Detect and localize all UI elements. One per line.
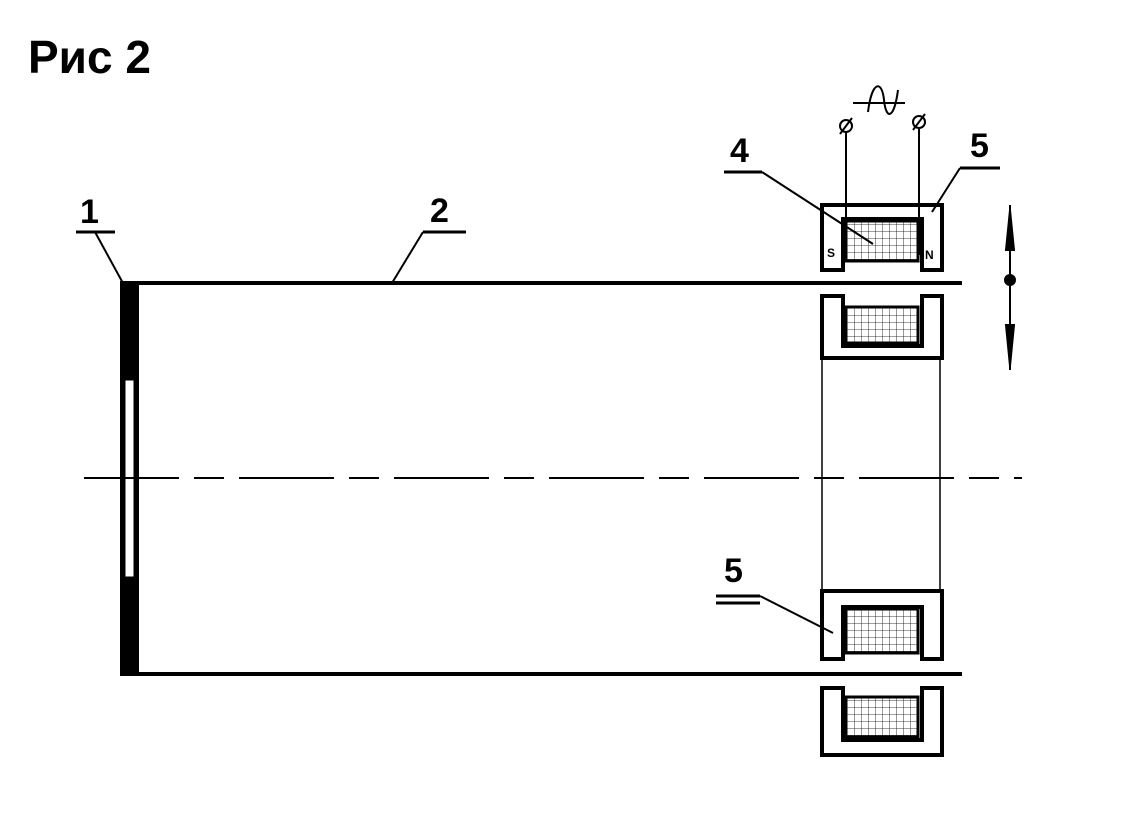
coil-upper-inner [820, 294, 944, 360]
figure-title: Рис 2 [28, 31, 151, 83]
coil-upper-outer: S N [820, 203, 944, 272]
supply-terminals [839, 113, 926, 255]
inner-guide-lines [821, 358, 941, 591]
ac-symbol: ~ [853, 85, 905, 115]
part-label-4: 4 [730, 132, 749, 170]
motion-arrow-icon [1004, 205, 1016, 370]
coil-lower-inner [820, 589, 944, 661]
part-label-1: 1 [80, 193, 99, 231]
pole-north-label: N [925, 248, 934, 262]
cylinder-walls [120, 281, 962, 676]
part-label-5-bottom: 5 [724, 552, 743, 590]
part-label-5-top: 5 [970, 127, 989, 165]
part-label-2: 2 [430, 192, 449, 230]
pole-south-label: S [827, 246, 835, 260]
coil-lower-outer [820, 686, 944, 757]
leader-lines [76, 166, 1000, 634]
